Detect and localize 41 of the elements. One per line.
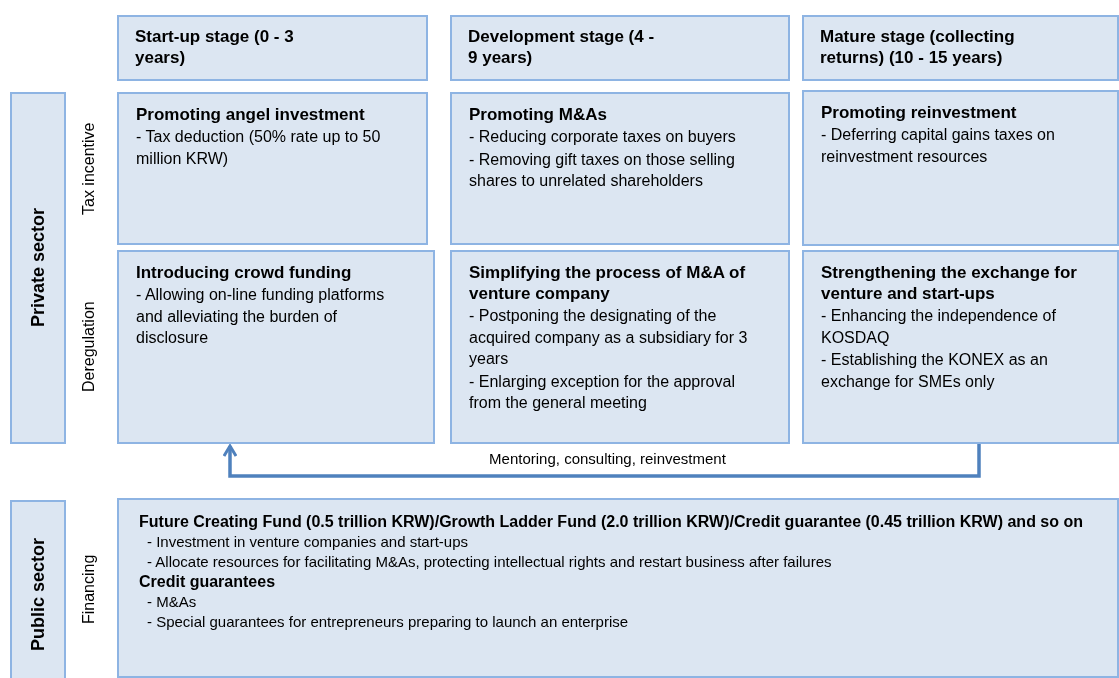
policy-heading: Future Creating Fund (0.5 trillion KRW)/Growth Ladder Fund (2.0 trillion KRW)/Credit guarantee (0.45 trillion KRW) and so on bbox=[138, 512, 1085, 532]
bullet-text: - Tax deduction (50% rate up to 50 million KRW) bbox=[135, 127, 382, 169]
policy-heading: Promoting angel investment bbox=[135, 104, 366, 125]
sector-label bbox=[10, 500, 66, 678]
policy-heading: Strengthening the exchange for venture and start-ups bbox=[820, 262, 1078, 304]
bullet-text: - Deferring capital gains taxes on reinvestment resources bbox=[820, 125, 1056, 167]
bullet-text: - Postponing the designating of the acquired company as a subsidiary for 3 years bbox=[468, 306, 749, 369]
stage-title: Mature stage (collecting returns) (10 - 15 years) bbox=[820, 26, 1016, 68]
policy-box bbox=[117, 92, 428, 245]
policy-heading: Promoting reinvestment bbox=[820, 102, 1018, 123]
bullet-text: - Special guarantees for entrepreneurs preparing to launch an enterprise bbox=[146, 612, 630, 632]
bullet-text: - M&As bbox=[146, 592, 198, 612]
bullet-text: - Allocate resources for facilitating M&As, protecting intellectual rights and restart business after failures bbox=[146, 552, 833, 572]
row-label: Financing bbox=[80, 553, 98, 626]
policy-box bbox=[802, 90, 1119, 246]
row-label: Tax incentive bbox=[80, 121, 98, 217]
bullet-text: - Allowing on-line funding platforms and alleviating the burden of disclosure bbox=[135, 285, 386, 348]
bullet-text: - Removing gift taxes on those selling shares to unrelated shareholders bbox=[468, 149, 736, 191]
policy-box bbox=[802, 250, 1119, 444]
stage-header bbox=[117, 15, 428, 81]
stage-title: Start-up stage (0 - 3 years) bbox=[135, 26, 295, 68]
policy-box bbox=[450, 250, 790, 444]
policy-box bbox=[450, 92, 790, 245]
policy-heading: Simplifying the process of M&A of venture company bbox=[468, 262, 747, 304]
policy-box bbox=[117, 250, 435, 444]
sector-title: Private sector bbox=[27, 208, 49, 328]
stage-header bbox=[450, 15, 790, 81]
row-label: Deregulation bbox=[80, 300, 98, 395]
bullet-text: - Enhancing the independence of KOSDAQ bbox=[820, 306, 1057, 348]
sector-title: Public sector bbox=[27, 538, 49, 652]
policy-heading: Promoting M&As bbox=[468, 104, 608, 125]
stage-header bbox=[802, 15, 1119, 81]
policy-heading: Credit guarantees bbox=[138, 572, 277, 592]
bullet-text: - Enlarging exception for the approval from the general meeting bbox=[468, 371, 736, 413]
stage-title: Development stage (4 - 9 years) bbox=[468, 26, 656, 68]
bullet-text: - Establishing the KONEX as an exchange for SMEs only bbox=[820, 350, 1049, 392]
bullet-text: - Investment in venture companies and start-ups bbox=[146, 532, 469, 552]
bullet-text: - Reducing corporate taxes on buyers bbox=[468, 127, 737, 147]
policy-box bbox=[117, 498, 1119, 678]
policy-heading: Introducing crowd funding bbox=[135, 262, 353, 283]
sector-label bbox=[10, 92, 66, 444]
